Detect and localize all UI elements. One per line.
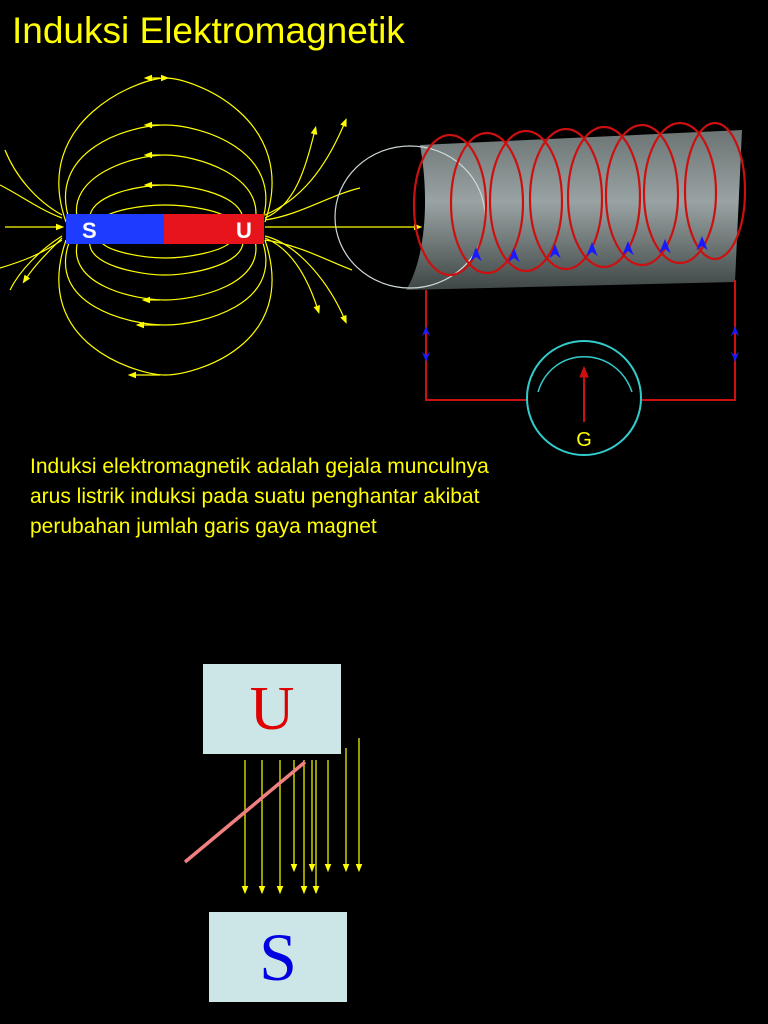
coil-current-arrows [470, 235, 708, 263]
galvanometer-label: G [576, 429, 592, 451]
south-pole-label: S [259, 918, 297, 995]
wire-current-arrows [422, 326, 739, 362]
north-pole-label: U [249, 674, 295, 743]
magnetic-field-lines [0, 74, 423, 379]
magnet-south-label: S [82, 218, 97, 243]
bar-magnet: S U [66, 214, 264, 244]
field-lines-between-poles [241, 738, 363, 895]
description-text: Induksi elektromagnetik adalah gejala mu… [30, 452, 650, 542]
description-line-1: Induksi elektromagnetik adalah gejala mu… [30, 455, 489, 478]
magnet-north-label: U [236, 218, 252, 243]
magnet-north-pole [164, 214, 264, 244]
galvanometer: G [526, 340, 642, 456]
coil-core [406, 130, 742, 290]
galvanometer-scale [537, 356, 633, 393]
magnet-south-pole [66, 214, 164, 244]
south-pole-block: S [209, 912, 347, 1002]
page-title: Induksi Elektromagnetik [12, 10, 405, 51]
solenoid-coil [334, 121, 747, 290]
circuit-wires [425, 280, 736, 401]
moving-conductor [183, 760, 307, 864]
north-pole-block: U [203, 664, 341, 754]
description-line-3: perubahan jumlah garis gaya magnet [30, 515, 377, 538]
description-line-2: arus listrik induksi pada suatu penghant… [30, 485, 480, 508]
